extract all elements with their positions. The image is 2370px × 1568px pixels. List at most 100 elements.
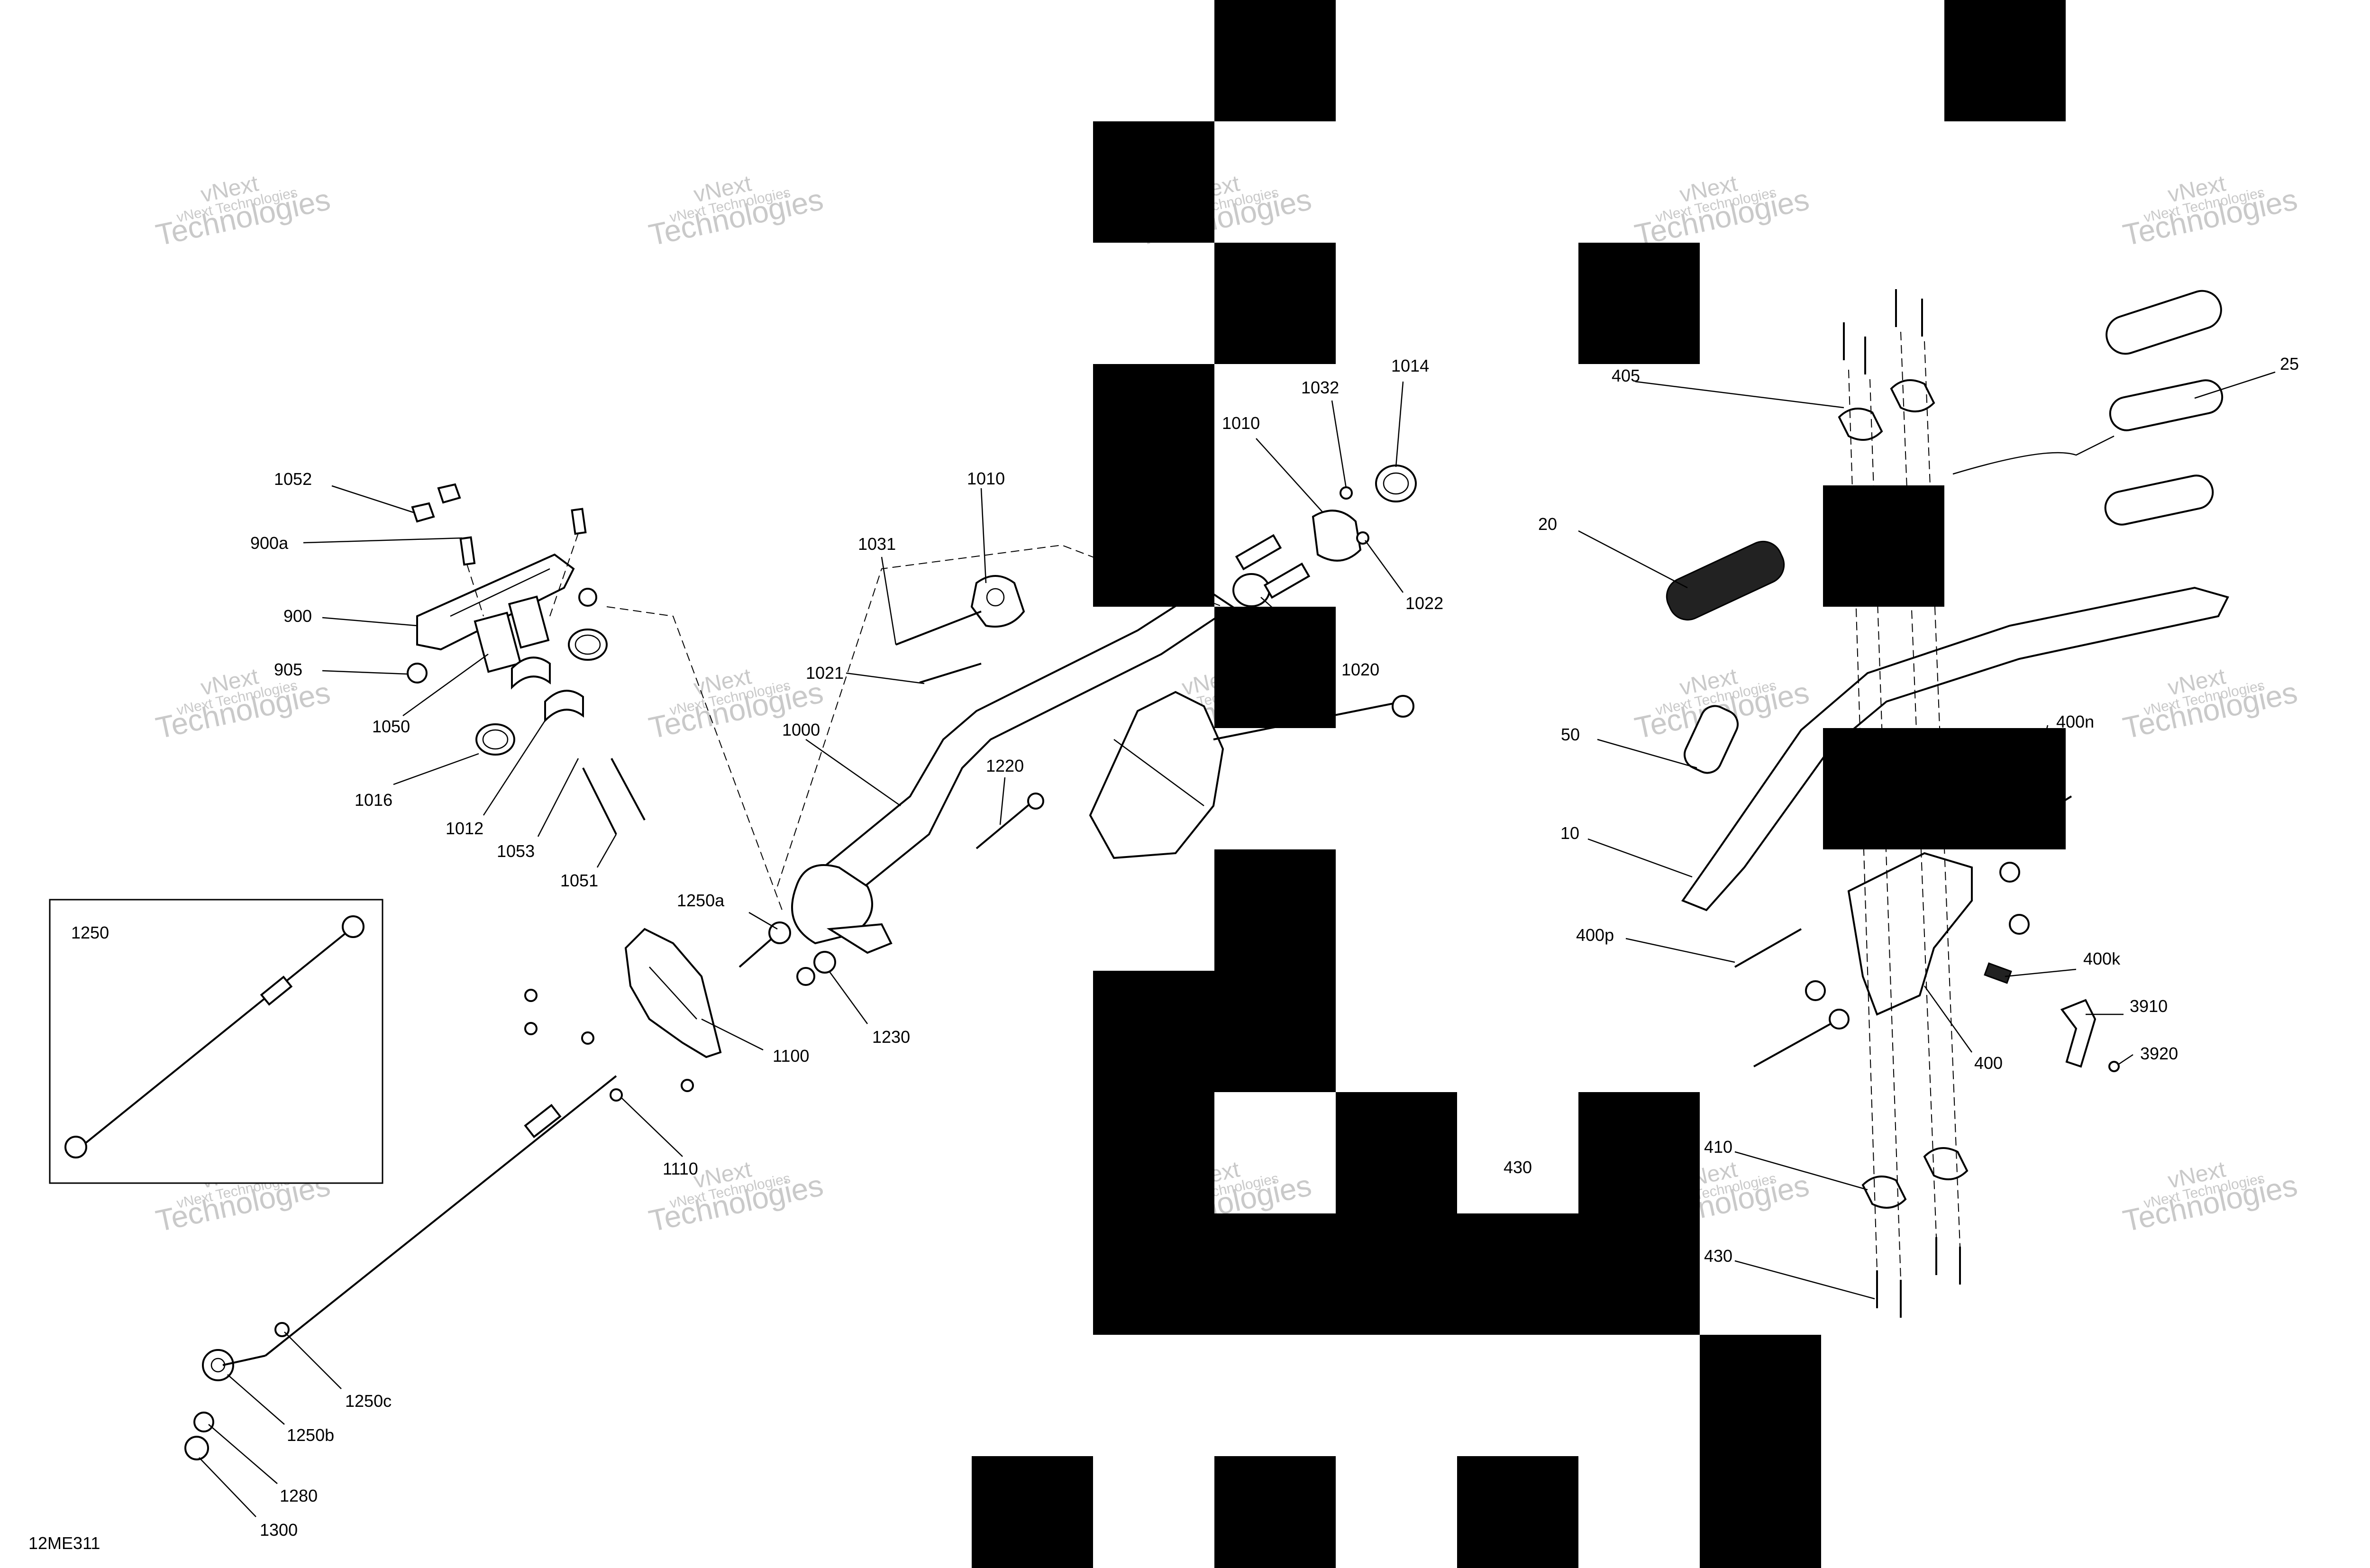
spring-400k	[1984, 962, 2012, 984]
lower-clamp	[1923, 1147, 1969, 1180]
callout-labels: 1052 900a 900 905 1050 1016 1012 1053 10…	[28, 354, 2299, 1553]
watermark: vNext Technologies vNext Technologies	[2120, 664, 2300, 746]
link-rod-end	[1392, 695, 1414, 718]
redaction-block	[1336, 1092, 1457, 1213]
callout-label: 10	[1560, 823, 1579, 843]
screw	[524, 1022, 538, 1035]
screw	[581, 1031, 594, 1045]
nut	[1999, 862, 2020, 883]
callout-label: 900	[283, 606, 312, 626]
bushing-half	[544, 690, 584, 723]
tie-rod-sleeve	[524, 1103, 562, 1139]
callout-label: 410	[1704, 1137, 1732, 1157]
callout-label: 1022	[1405, 593, 1443, 613]
tie-rod-end-eye	[210, 1358, 226, 1373]
nut	[411, 502, 435, 523]
bolt-head	[1027, 793, 1044, 810]
bushing-half	[511, 656, 551, 690]
tie-rod-end-shank	[222, 1355, 266, 1366]
callout-label: 1220	[986, 756, 1024, 775]
grip-sleeve	[2109, 379, 2224, 431]
watermark: vNext Technologies vNext Technologies	[153, 664, 333, 746]
bolt	[1753, 1018, 1840, 1067]
screw-1110	[610, 1088, 623, 1102]
callout-label: 1010	[967, 469, 1005, 488]
seal-inner	[1383, 472, 1409, 495]
watermark: vNext Technologies vNext Technologies	[2120, 1157, 2300, 1239]
inset-sleeve	[260, 975, 293, 1006]
redaction-block	[1700, 1456, 1821, 1568]
bolt-1220	[975, 800, 1034, 849]
lower-clamp-410	[1861, 1176, 1907, 1209]
callout-label: 25	[2280, 354, 2299, 374]
inset-tie-rod-1250: 1250	[49, 899, 383, 1184]
callout-label: 1250b	[287, 1425, 334, 1445]
nut-905	[407, 663, 428, 684]
nut	[578, 588, 597, 607]
redaction-block	[1093, 364, 1214, 607]
callout-label: 430	[1704, 1246, 1732, 1266]
handlebar-10	[1681, 586, 2229, 912]
callout-label: 1110	[663, 1159, 698, 1178]
redaction-block	[1214, 0, 1336, 121]
watermark: vNext Technologies vNext Technologies	[646, 1157, 826, 1239]
redaction-block	[1093, 1092, 1214, 1213]
redaction-block	[1944, 0, 2066, 121]
inset-rod-end	[64, 1136, 87, 1158]
heated-grip-25	[2106, 290, 2222, 355]
clamp-hole	[986, 588, 1005, 607]
watermark: vNext Technologies vNext Technologies	[2120, 171, 2300, 253]
callout-label: 405	[1612, 366, 1640, 385]
callout-label: 1280	[280, 1486, 318, 1505]
callout-label: 20	[1538, 514, 1557, 534]
callout-label: 1012	[446, 819, 483, 838]
callout-label: 1053	[497, 841, 535, 861]
redaction-block	[1093, 121, 1214, 243]
callout-label: 1300	[260, 1520, 298, 1540]
bushing-block	[474, 611, 522, 673]
redaction-block	[1093, 971, 1336, 1092]
redaction-blocks	[972, 0, 2066, 1568]
bolt	[582, 767, 617, 835]
steering-support-assembly	[407, 483, 783, 911]
nut	[1805, 980, 1826, 1001]
redaction-block	[1700, 1335, 1821, 1456]
lever-3910	[2060, 999, 2097, 1068]
redaction-block	[1214, 849, 1336, 971]
screw	[524, 989, 538, 1002]
guide-line	[466, 564, 484, 617]
guide-line	[606, 606, 783, 911]
nut-1230	[813, 951, 836, 974]
washer-1280	[193, 1412, 214, 1432]
grip-wire	[1952, 435, 2115, 475]
callout-label: 1050	[372, 717, 410, 736]
bushing-block	[508, 595, 550, 649]
redaction-block	[1578, 243, 1700, 364]
redaction-block	[1457, 1456, 1578, 1568]
stud	[571, 508, 587, 535]
handlebar-clamp	[1890, 379, 1935, 412]
washer	[796, 967, 815, 986]
nut-1300	[184, 1436, 209, 1460]
callout-label: 3910	[2130, 996, 2168, 1016]
redaction-block	[1578, 1092, 1700, 1213]
callout-label: 1031	[858, 534, 896, 554]
cover-rib	[649, 966, 697, 1020]
support-bracket	[416, 553, 575, 651]
guide-line	[549, 533, 579, 617]
nut	[437, 483, 461, 504]
callout-label: 1020	[1341, 660, 1379, 679]
steering-arm	[791, 864, 873, 945]
callout-label: 1051	[560, 871, 598, 890]
stud	[459, 536, 476, 566]
steering-column	[738, 544, 1234, 986]
redaction-block	[972, 1456, 1093, 1568]
callout-label: 1250c	[345, 1391, 392, 1411]
inset-label: 1250	[71, 923, 109, 942]
housing-rib	[1113, 738, 1204, 807]
pin	[1263, 562, 1311, 599]
redaction-block	[1214, 243, 1336, 364]
riser-block-400	[1847, 852, 1973, 1016]
callout-label: 3920	[2140, 1044, 2178, 1063]
nut	[1829, 1009, 1850, 1030]
